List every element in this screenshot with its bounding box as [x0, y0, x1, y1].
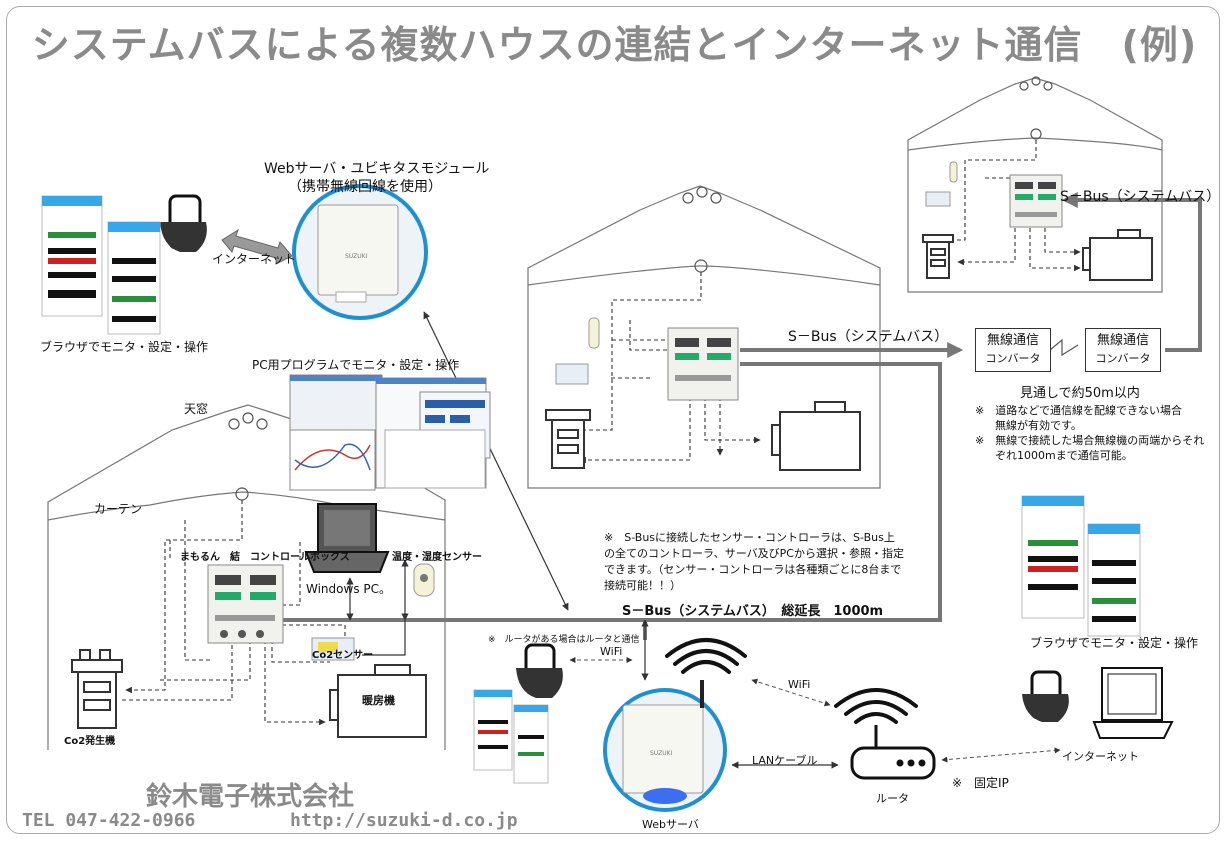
wireless-converter-2-line2: コンバータ	[1095, 352, 1151, 365]
windows-pc-label: Windows PC。	[306, 582, 391, 596]
internet-label-right: インターネット	[1062, 750, 1139, 763]
greenhouse-right	[907, 77, 1163, 293]
co2-generator-icon-middle	[545, 409, 591, 469]
sbus-note: ※ S-Busに接続したセンサー・コントローラは、S-Bus上の全てのコントロー…	[604, 531, 904, 592]
wireless-converter-1-line2: コンバータ	[985, 352, 1041, 365]
web-server-label: Webサーバ	[642, 818, 699, 831]
wifi-icon-server	[665, 638, 747, 674]
sensor-icon-right	[925, 161, 958, 207]
smartphone-icon-right	[1022, 670, 1069, 722]
company-name: 鈴木電子株式会社	[146, 782, 355, 812]
co2-generator-icon-left	[71, 649, 123, 729]
sbus-label-right: S－Bus（システムバス）	[1060, 189, 1221, 205]
heater-icon-right	[1082, 229, 1153, 281]
lan-cable-label: LANケーブル	[752, 754, 818, 767]
router-note: ※ ルータがある場合はルータと通信	[488, 635, 640, 645]
smartphone-icon-left	[160, 194, 207, 252]
windows-pc-icon	[304, 503, 390, 573]
browser-screenshot-left	[41, 195, 161, 335]
browser-screenshot-right	[1021, 495, 1141, 637]
web-module-title: Webサーバ・ユビキタスモジュール	[264, 161, 490, 177]
co2-sensor-label: Co2センサー	[312, 650, 374, 661]
browser-label-right: ブラウザでモニタ・設定・操作	[1030, 636, 1199, 650]
pc-program-screenshot	[289, 374, 491, 491]
router-label: ルータ	[876, 792, 909, 805]
note-wireless-1: ※ 無線で接続した場合無線機の両端からそれ	[975, 434, 1205, 447]
control-box-label: まもるん 結 コントロールボックス	[180, 552, 350, 563]
control-box-icon-middle	[667, 327, 739, 401]
greenhouse-middle	[527, 185, 881, 489]
internet-arrow-left	[221, 228, 293, 265]
note-road-2: 無線が有効です。	[995, 419, 1082, 432]
wireless-converter-1: 無線通信 コンバータ	[975, 328, 1051, 372]
sbus-total-label: S－Bus（システムバス） 総延長 1000m	[622, 604, 884, 619]
company-url[interactable]: http://suzuki-d.co.jp	[290, 810, 518, 831]
wireless-converter-1-line1: 無線通信	[986, 333, 1039, 348]
co2-generator-icon-right	[922, 234, 954, 279]
temp-humidity-label: 温度・湿度センサー	[392, 552, 482, 563]
sensor-icon-middle	[555, 317, 600, 385]
note-road-1: ※ 道路などで通信線を配線できない場合	[975, 404, 1182, 417]
page-frame	[6, 6, 1220, 834]
wifi-label-2: WiFi	[788, 678, 811, 691]
control-box-icon-left	[207, 564, 284, 644]
heater-icon-middle	[771, 401, 861, 471]
pc-program-label: PC用プログラムでモニタ・設定・操作	[252, 358, 460, 372]
line-of-sight-label: 見通しで約50m以内	[1020, 386, 1140, 401]
router-icon	[834, 688, 936, 780]
wireless-converter-2: 無線通信 コンバータ	[1085, 328, 1161, 372]
laptop-icon-right	[1092, 667, 1174, 739]
page-title: システムバスによる複数ハウスの連結とインターネット通信 (例)	[31, 23, 1198, 67]
heater-label: 暖房機	[362, 694, 395, 707]
internet-label-left: インターネット	[212, 252, 297, 266]
fixed-ip-label: ※ 固定IP	[952, 776, 1009, 790]
skylight-label: 天窓	[184, 402, 209, 416]
svg-text:SUZUKI: SUZUKI	[650, 750, 673, 757]
web-server-icon: SUZUKI	[603, 680, 727, 812]
co2-sensor-icon	[311, 637, 355, 661]
co2-generator-label: Co2発生機	[64, 736, 116, 747]
company-tel: TEL 047-422-0966	[22, 810, 196, 831]
browser-screenshot-middle	[473, 689, 549, 784]
temp-humidity-sensor-icon	[413, 563, 435, 597]
web-server-module-icon: SUZUKI	[292, 184, 428, 320]
control-box-icon-right	[1009, 174, 1063, 228]
web-module-subtitle: （携帯無線回線を使用）	[288, 179, 442, 195]
wireless-link-icon	[1049, 338, 1079, 357]
wifi-label-1: WiFi	[600, 645, 623, 658]
smartphone-icon-middle	[516, 643, 563, 698]
wireless-converter-2-line1: 無線通信	[1096, 333, 1149, 348]
heater-icon-left	[329, 664, 427, 738]
sbus-label-middle: S－Bus（システムバス）	[788, 329, 949, 345]
svg-text:SUZUKI: SUZUKI	[345, 253, 368, 260]
browser-label-left: ブラウザでモニタ・設定・操作	[40, 340, 209, 354]
note-wireless-2: ぞれ1000mまで通信可能。	[995, 449, 1133, 462]
curtain-label: カーテン	[94, 502, 143, 516]
